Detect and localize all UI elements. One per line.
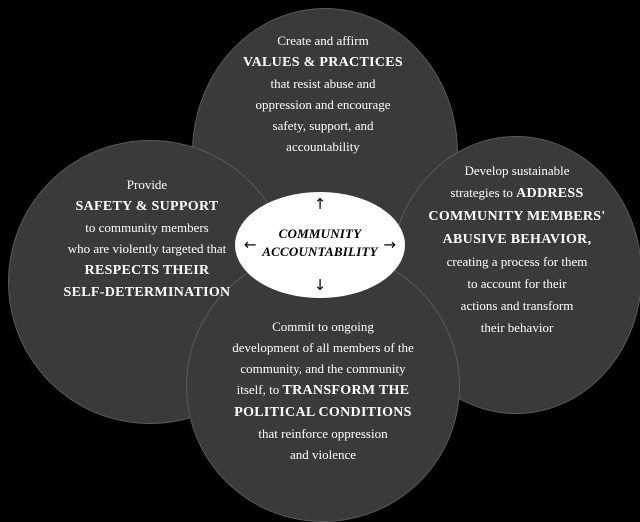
text-line: SELF-DETERMINATION (63, 285, 231, 300)
text-line: creating a process for them (446, 254, 588, 269)
circle-bottom-text: Commit to ongoing development of all memb… (190, 316, 456, 465)
text-line: Develop sustainable (464, 163, 570, 178)
text-line: safety, support, and (272, 118, 374, 133)
text-line: accountability (286, 139, 360, 154)
text-line: itself, to TRANSFORM THE (236, 382, 410, 398)
text-line: Create and affirm (277, 33, 369, 48)
arrow-down-icon: ↓ (313, 276, 327, 294)
center-title-line1: COMMUNITY (278, 226, 362, 241)
text-line: actions and transform (460, 298, 574, 313)
text-line: and violence (289, 447, 357, 462)
text-line: development of all members of the (232, 340, 414, 355)
center-title-line2: ACCOUNTABILITY (262, 244, 378, 259)
text-line: to account for their (467, 276, 567, 291)
text-line: who are violently targeted that (67, 241, 227, 256)
text-line: VALUES & PRACTICES (243, 55, 403, 70)
text-line: oppression and encourage (255, 97, 391, 112)
text-line: that resist abuse and (270, 76, 376, 91)
text-line: COMMUNITY MEMBERS' (428, 209, 606, 224)
center-ellipse: ↑ ↓ ← → COMMUNITY ACCOUNTABILITY (235, 192, 405, 298)
text-line: POLITICAL CONDITIONS (234, 405, 412, 420)
text-line: strategies to ADDRESS (450, 185, 584, 201)
text-line: SAFETY & SUPPORT (75, 199, 219, 214)
arrow-up-icon: ↑ (313, 195, 327, 213)
text-line: that reinforce oppression (258, 426, 388, 441)
arrow-left-icon: ← (244, 235, 257, 254)
text-line: ABUSIVE BEHAVIOR, (442, 232, 592, 247)
circle-right-text: Develop sustainable strategies to ADDRESS… (406, 160, 628, 339)
text-line: RESPECTS THEIR (84, 263, 210, 278)
text-line: their behavior (480, 320, 554, 335)
text-line: to community members (85, 220, 209, 235)
text-line: Commit to ongoing (272, 319, 374, 334)
text-line: Provide (126, 177, 168, 192)
arrow-right-icon: → (383, 235, 396, 254)
center-title: COMMUNITY ACCOUNTABILITY (235, 225, 405, 261)
text-line: community, and the community (240, 361, 406, 376)
